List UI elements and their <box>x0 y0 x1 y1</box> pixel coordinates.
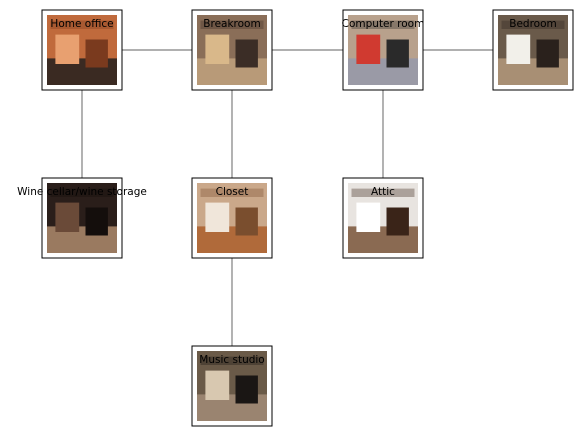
music-studio-photo <box>197 351 267 421</box>
node-bedroom[interactable]: Bedroom <box>492 9 574 91</box>
node-music-studio[interactable]: Music studio <box>191 345 273 427</box>
photo-object <box>85 39 108 68</box>
node-label: Music studio <box>199 354 264 366</box>
photo-object <box>235 375 258 404</box>
node-label: Bedroom <box>509 18 557 30</box>
edges-layer <box>81 49 533 386</box>
breakroom-photo <box>197 15 267 85</box>
photo-object <box>235 39 258 68</box>
node-label: Home office <box>50 18 113 30</box>
photo-object <box>55 202 80 232</box>
photo-object <box>85 207 108 236</box>
node-breakroom[interactable]: Breakroom <box>191 9 273 91</box>
node-attic[interactable]: Attic <box>342 177 424 259</box>
node-label: Computer room <box>342 18 425 30</box>
node-label: Attic <box>371 186 395 198</box>
photo-object <box>200 356 264 365</box>
node-closet[interactable]: Closet <box>191 177 273 259</box>
node-wine-cellar[interactable]: Wine cellar/wine storage <box>17 177 147 259</box>
photo-object <box>205 370 230 400</box>
photo-object <box>501 20 565 29</box>
photo-object <box>50 188 114 197</box>
node-label: Wine cellar/wine storage <box>17 186 147 198</box>
photo-object <box>50 20 114 29</box>
photo-object <box>351 188 415 197</box>
photo-object <box>351 20 415 29</box>
closet-photo <box>197 183 267 253</box>
node-label: Breakroom <box>203 18 260 30</box>
photo-object <box>356 34 381 64</box>
node-home-office[interactable]: Home office <box>41 9 123 91</box>
photo-object <box>200 20 264 29</box>
home-office-photo <box>47 15 117 85</box>
attic-photo <box>348 183 418 253</box>
photo-object <box>356 202 381 232</box>
computer-room-photo <box>348 15 418 85</box>
nodes-layer: Home office Breakroom Computer room Bedroom… <box>17 9 574 427</box>
photo-object <box>235 207 258 236</box>
photo-object <box>386 207 409 236</box>
photo-object <box>205 34 230 64</box>
photo-object <box>205 202 230 232</box>
bedroom-photo <box>498 15 568 85</box>
photo-object <box>200 188 264 197</box>
node-label: Closet <box>216 186 249 198</box>
photo-object <box>386 39 409 68</box>
wine-cellar-photo <box>47 183 117 253</box>
photo-object <box>536 39 559 68</box>
photo-object <box>55 34 80 64</box>
node-computer-room[interactable]: Computer room <box>342 9 425 91</box>
photo-object <box>506 34 531 64</box>
